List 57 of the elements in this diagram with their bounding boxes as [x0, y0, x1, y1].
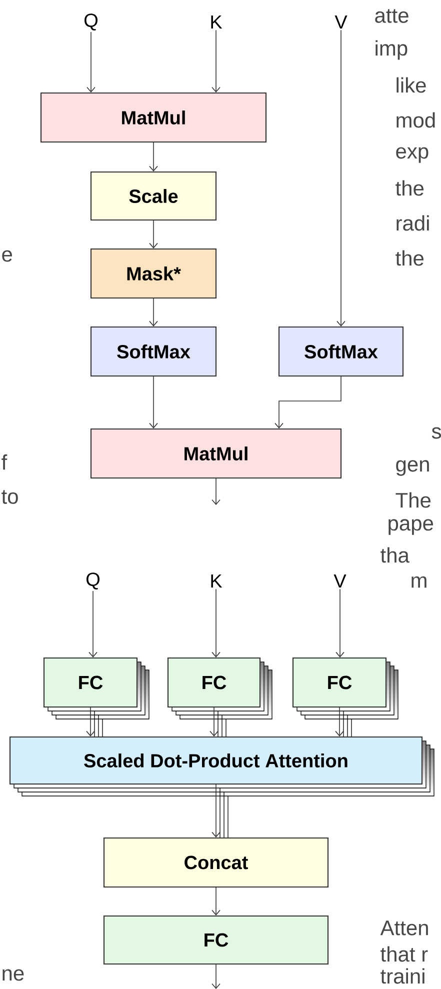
text-fragment: atte: [375, 9, 408, 23]
stacked-layer-box: Scaled Dot-Product Attention: [9, 736, 434, 838]
layer-box: MatMul: [40, 92, 267, 143]
text-fragment: tha: [380, 547, 410, 563]
arrow: [212, 30, 220, 92]
layer-box: Mask*: [90, 248, 217, 299]
arrow: [86, 707, 95, 736]
arrow: [88, 590, 98, 658]
stacked-layer-box: FC: [167, 657, 272, 738]
text-fragment: s: [432, 427, 441, 439]
text-fragment: that r: [380, 946, 428, 962]
arrow: [274, 376, 342, 428]
text-fragment: like: [396, 77, 426, 93]
input-label: V: [334, 574, 346, 588]
arrow: [336, 30, 346, 326]
arrow: [149, 220, 158, 248]
arrow: [335, 707, 344, 736]
stacked-layer-box: FC: [292, 657, 398, 738]
arrow: [212, 964, 220, 989]
layer-box: Scale: [90, 171, 217, 221]
arrow: [212, 887, 220, 916]
text-fragment: to: [2, 490, 18, 504]
text-fragment: mod: [396, 112, 435, 128]
text-fragment: the: [396, 250, 424, 266]
text-fragment: imp: [376, 40, 408, 60]
text-fragment: Atten: [380, 920, 428, 936]
layer-box: SoftMax: [90, 326, 217, 377]
stacked-layer-box: FC: [43, 657, 150, 738]
text-fragment: The: [396, 492, 431, 508]
layer-box: FC: [103, 915, 329, 965]
text-fragment: m: [412, 576, 426, 588]
input-label: K: [211, 15, 222, 29]
layer-box: MatMul: [90, 428, 342, 479]
arrow: [149, 298, 158, 326]
text-fragment: ne: [2, 969, 24, 981]
arrow: [212, 478, 220, 505]
layer-box: SoftMax: [278, 326, 404, 377]
text-fragment: the: [396, 180, 424, 196]
arrow: [149, 376, 158, 428]
arrow: [149, 142, 158, 172]
input-label: K: [211, 574, 222, 588]
text-fragment: f: [2, 454, 8, 470]
layer-box: Concat: [103, 837, 329, 888]
arrow: [212, 588, 220, 658]
text-fragment: gen: [396, 460, 429, 476]
input-label: V: [334, 15, 348, 29]
text-fragment: radi: [396, 215, 429, 231]
arrow: [86, 32, 96, 92]
arrow: [212, 784, 220, 838]
text-fragment: traini: [380, 968, 424, 984]
text-fragment: e: [2, 250, 12, 262]
arrow: [210, 707, 218, 736]
input-label: Q: [86, 572, 100, 590]
arrow: [336, 588, 344, 658]
text-fragment: exp: [396, 147, 428, 163]
input-label: Q: [84, 14, 98, 30]
text-fragment: pape: [388, 519, 434, 535]
